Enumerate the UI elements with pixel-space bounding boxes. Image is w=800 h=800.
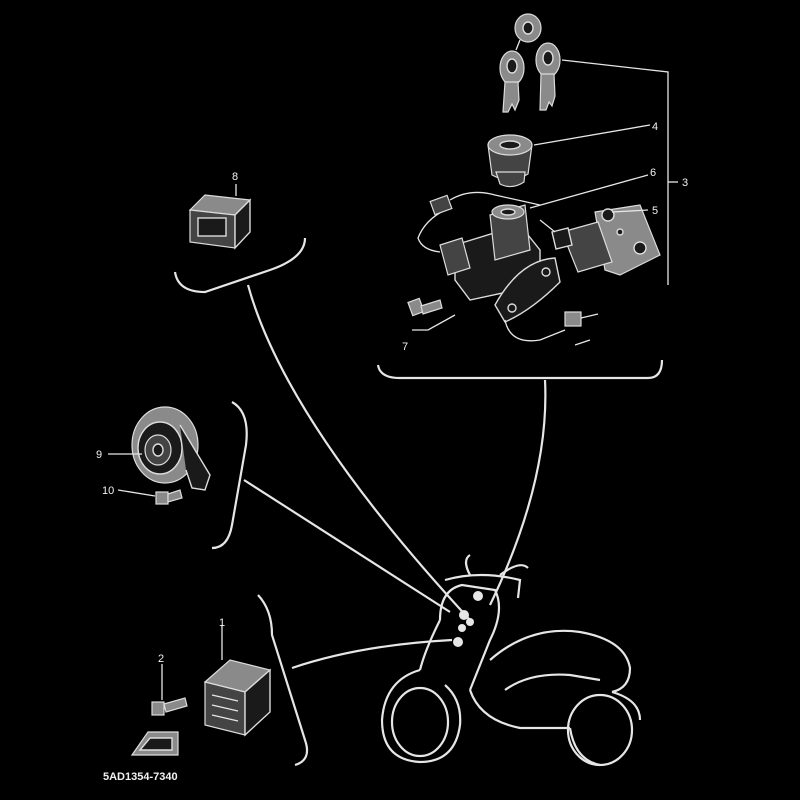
part-label-1: 1 [219, 617, 225, 629]
lock-plate-illustration [539, 204, 661, 276]
leader-horn [243, 479, 451, 613]
bolt-2-illustration [151, 697, 188, 716]
front-direction-arrow-icon [130, 731, 179, 756]
part-label-7: 7 [402, 341, 408, 353]
main-switch-illustration [417, 191, 599, 346]
part-label-10: 10 [102, 485, 114, 497]
part-label-9: 9 [96, 449, 102, 461]
drawing-code: 5AD1354-7340 [103, 771, 178, 783]
part-label-5: 5 [652, 205, 658, 217]
part-label-3: 3 [682, 177, 688, 189]
leader-ignition [489, 379, 547, 606]
frame-relay-group [173, 237, 307, 294]
rectifier-regulator-illustration [203, 659, 272, 737]
frame-regulator-group [257, 594, 309, 767]
frame-ignition-group [376, 359, 664, 380]
part-label-8: 8 [232, 171, 238, 183]
part-label-4: 4 [652, 121, 658, 133]
part-label-6: 6 [650, 167, 656, 179]
key-pair-illustration [499, 13, 561, 113]
frame-horn-group [211, 401, 248, 550]
part-label-2: 2 [158, 653, 164, 665]
bolt-10-illustration [155, 489, 183, 505]
scooter-illustration [380, 554, 642, 767]
horn-illustration [131, 406, 211, 491]
leader-relay [246, 284, 471, 621]
callout-leaders [108, 59, 678, 700]
bolt-7-illustration [407, 297, 443, 317]
relay-illustration [188, 194, 252, 250]
key-cylinder-illustration [487, 134, 533, 188]
